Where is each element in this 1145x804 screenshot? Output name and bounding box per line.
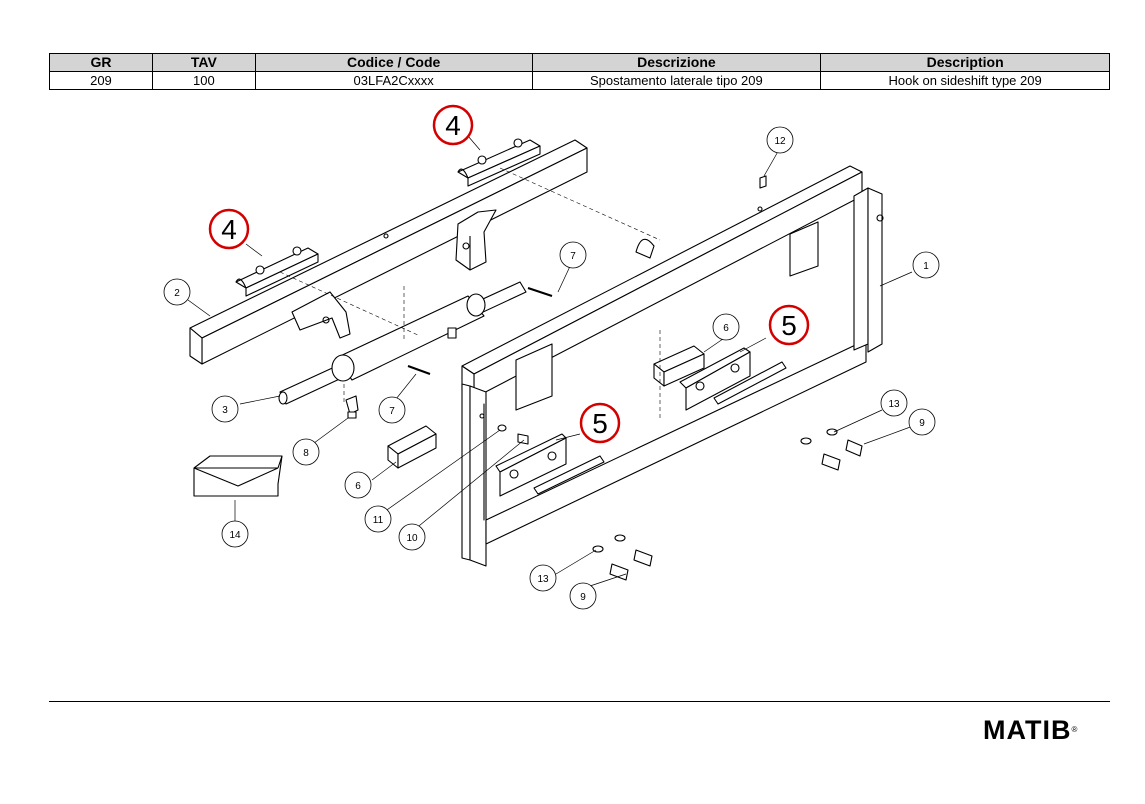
svg-text:5: 5 [592, 408, 608, 439]
column-code: Codice / Code [254, 53, 533, 72]
svg-text:4: 4 [221, 214, 237, 245]
part-bracket-upper [455, 209, 497, 271]
part-bracket-lower [291, 291, 351, 339]
column-gr: GR [49, 53, 153, 72]
svg-text:13: 13 [888, 399, 900, 410]
callout-1: 1 [912, 251, 940, 279]
callout-14: 14 [221, 520, 249, 548]
svg-text:10: 10 [406, 533, 418, 544]
callout-7-lower: 7 [378, 396, 406, 424]
part-slide-pad-left [495, 433, 605, 497]
cell-tav: 100 [151, 71, 256, 90]
cell-gr: 209 [49, 71, 153, 90]
callouts: 1 2 3 6 6 7 7 8 9 9 10 11 12 13 13 14 [163, 126, 940, 610]
column-description: Description [820, 53, 1110, 72]
callout-12: 12 [766, 126, 794, 154]
column-tav: TAV [151, 53, 256, 72]
highlight-4-lower: 4 [208, 208, 250, 250]
part-guide-pad-lower [235, 246, 319, 297]
highlight-4-upper: 4 [432, 104, 474, 146]
registered-mark: ® [1071, 725, 1079, 734]
callout-7-upper: 7 [559, 241, 587, 269]
header-row: GR TAV Codice / Code Descrizione Descrip… [49, 53, 1110, 72]
cell-descrizione: Spostamento laterale tipo 209 [531, 71, 822, 90]
svg-text:7: 7 [389, 406, 395, 417]
callout-11: 11 [364, 505, 392, 533]
part-guide-pad-upper [457, 138, 541, 187]
svg-text:5: 5 [781, 310, 797, 341]
svg-text:6: 6 [355, 481, 361, 492]
footer-divider [49, 701, 1110, 702]
cell-code: 03LFA2Cxxxx [254, 71, 533, 90]
brand-logo-text: MATIB [983, 715, 1072, 745]
part-block-right [653, 345, 705, 387]
part-pin-upper [527, 287, 553, 297]
svg-text:11: 11 [373, 515, 384, 526]
callout-9-right: 9 [908, 408, 936, 436]
part-rail [189, 139, 588, 365]
svg-text:9: 9 [919, 418, 925, 429]
svg-text:7: 7 [570, 251, 576, 262]
callout-6-left: 6 [344, 471, 372, 499]
highlight-5-right: 5 [768, 304, 810, 346]
part-washer-small [497, 175, 767, 445]
callout-13-lower: 13 [529, 564, 557, 592]
svg-text:3: 3 [222, 405, 228, 416]
highlight-markers: 4 4 5 5 [208, 104, 810, 444]
projection-lines [279, 167, 661, 420]
svg-text:13: 13 [537, 574, 549, 585]
highlight-5-left: 5 [579, 402, 621, 444]
callout-6-right: 6 [712, 313, 740, 341]
brand-logo: MATIB® [983, 716, 1078, 744]
svg-text:2: 2 [174, 288, 180, 299]
header-table: GR TAV Codice / Code Descrizione Descrip… [49, 53, 1110, 90]
part-cylinder [278, 281, 527, 405]
part-envelope-box [193, 455, 283, 497]
part-slide-pad-right [679, 347, 787, 411]
cell-description: Hook on sideshift type 209 [820, 71, 1110, 90]
part-bolt-upper-right [800, 428, 863, 471]
svg-text:8: 8 [303, 448, 309, 459]
callout-2: 2 [163, 278, 191, 306]
svg-text:1: 1 [923, 261, 929, 272]
callout-8: 8 [292, 438, 320, 466]
part-pin-lower [407, 365, 431, 375]
callout-10: 10 [398, 523, 426, 551]
svg-text:9: 9 [580, 592, 586, 603]
svg-text:4: 4 [445, 110, 461, 141]
data-row: 209 100 03LFA2Cxxxx Spostamento laterale… [49, 71, 1110, 90]
part-grease-nipple [345, 395, 359, 419]
callout-9-lower: 9 [569, 582, 597, 610]
svg-text:14: 14 [229, 530, 241, 541]
part-main-frame [461, 165, 884, 567]
part-block-left [387, 425, 437, 469]
svg-text:6: 6 [723, 323, 729, 334]
callout-3: 3 [211, 395, 239, 423]
callout-13-right: 13 [880, 389, 908, 417]
svg-text:12: 12 [774, 136, 786, 147]
part-bolt-lower [592, 534, 653, 581]
